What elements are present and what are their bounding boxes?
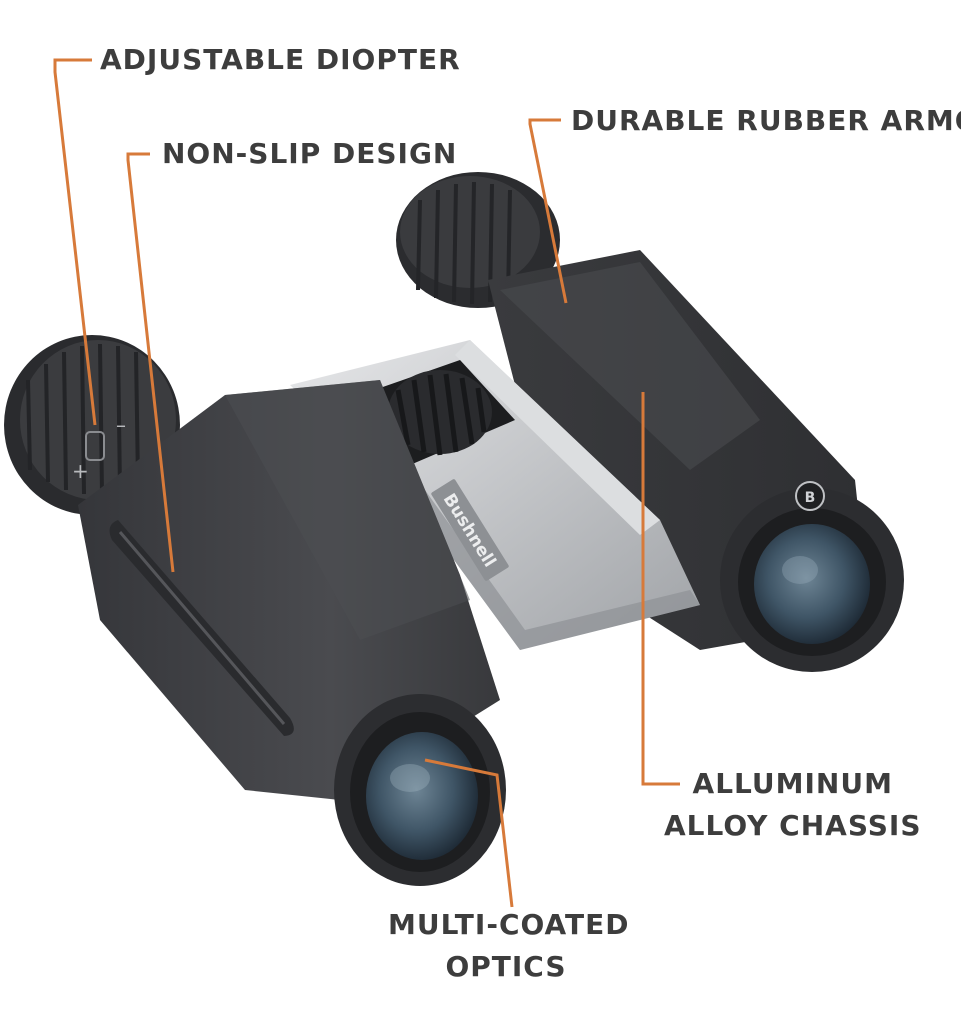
callout-text-line-1: MULTI-COATED [388, 908, 630, 941]
callout-text-line-2: OPTICS [445, 950, 567, 983]
right-objective-lens [720, 488, 904, 672]
optics-leader-line [424, 758, 514, 908]
callout-text: ADJUSTABLE DIOPTER [100, 43, 461, 76]
right-eyecup [396, 172, 560, 308]
brand-emblem: B [795, 481, 825, 511]
nonslip-leader-line [126, 152, 175, 573]
callout-text-line-2: ALLOY CHASSIS [664, 809, 922, 842]
svg-text:B: B [805, 490, 816, 506]
callout-adjustable-diopter: ADJUSTABLE DIOPTER [100, 39, 461, 81]
diopter-leader-line [53, 58, 97, 426]
svg-text:–: – [116, 413, 126, 437]
callout-text: DURABLE RUBBER ARMOR [571, 104, 961, 137]
svg-text:+: + [72, 459, 89, 483]
callout-multi-coated-optics: MULTI-COATED OPTICS [388, 904, 630, 988]
grip-groove [109, 520, 294, 736]
callout-lines [53, 58, 680, 908]
left-eyecup [4, 335, 180, 515]
left-objective-lens [334, 694, 506, 886]
center-bridge: Bushnell [290, 340, 700, 650]
callout-alluminum-alloy-chassis: ALLUMINUM ALLOY CHASSIS [664, 763, 922, 847]
callout-durable-rubber-armor: DURABLE RUBBER ARMOR [571, 100, 961, 142]
callout-text: NON-SLIP DESIGN [162, 137, 458, 170]
left-barrel: + – [4, 335, 506, 886]
chassis-leader-line [641, 392, 680, 786]
callout-non-slip-design: NON-SLIP DESIGN [162, 133, 457, 175]
armor-leader-line [528, 118, 568, 304]
callout-text-line-1: ALLUMINUM [692, 767, 893, 800]
